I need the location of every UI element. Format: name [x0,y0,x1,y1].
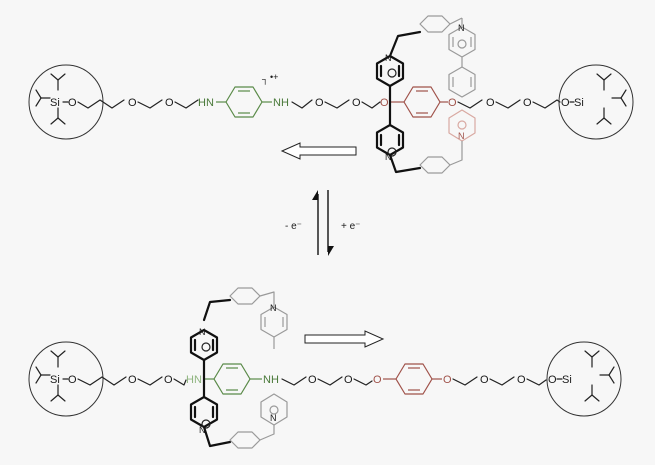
n-plus-atom: N [458,23,465,33]
si-atom: Si [50,374,60,386]
o-atom: O [373,374,382,386]
o-atom: O [443,374,452,386]
o-atom: O [68,374,77,386]
si-atom: Si [562,374,572,386]
o-atom: O [128,97,137,109]
n-plus-atom: N [385,152,392,162]
o-atom: O [517,374,526,386]
shuttle-right-arrow [304,330,385,348]
o-atom: O [523,97,532,109]
dioxybenzene-station-bottom: O O [373,363,452,395]
hn-atom: HN [198,97,214,109]
left-stopper-bottom: Si O [28,341,104,417]
cyclobisparaquat-ring-bottom: N N N N [189,287,288,449]
o-atom: O [480,374,489,386]
si-atom: Si [50,97,60,109]
nh-atom: NH [273,97,289,109]
o-atom: O [315,97,324,109]
oxidation-label: - e⁻ [285,221,302,232]
n-plus-atom: N [199,425,206,435]
nh-atom: NH [263,374,279,386]
left-stopper-top: Si O [28,64,104,140]
n-plus-atom: N [270,413,277,423]
phenylenediamine-station-bottom: HN NH [186,363,279,395]
redox-equilibrium-arrows: - e⁻ + e⁻ [285,190,360,256]
reduction-label: + e⁻ [341,221,360,232]
hn-atom: HN [186,374,202,386]
cyclobisparaquat-ring-top: N N N N [375,15,476,174]
o-atom: O [561,97,570,109]
top-rotaxane: Si O O O HN NH ┐ •+ O O O [28,15,634,174]
o-atom: O [165,97,174,109]
o-atom: O [308,374,317,386]
radical-cation-label: •+ [270,72,278,82]
phenylenediamine-station-top: HN NH ┐ •+ [198,72,289,118]
n-plus-atom: N [270,303,277,313]
right-stopper-bottom: O Si [546,341,622,417]
n-plus-atom: N [199,327,206,337]
right-stopper-top: O Si [558,64,634,140]
o-atom: O [486,97,495,109]
n-plus-atom: N [458,131,465,141]
o-atom: O [68,97,77,109]
shuttle-left-arrow [280,142,357,160]
n-plus-atom: N [385,53,392,63]
si-atom: Si [574,97,584,109]
o-atom: O [380,97,389,109]
dioxybenzene-station-top: O O [380,86,457,118]
o-atom: O [448,97,457,109]
o-atom: O [344,374,353,386]
radical-cation-bracket: ┐ [262,74,268,85]
o-atom: O [548,374,557,386]
o-atom: O [352,97,361,109]
o-atom: O [164,374,173,386]
bottom-rotaxane: Si O O O HN NH O O O [28,287,622,449]
o-atom: O [128,374,137,386]
